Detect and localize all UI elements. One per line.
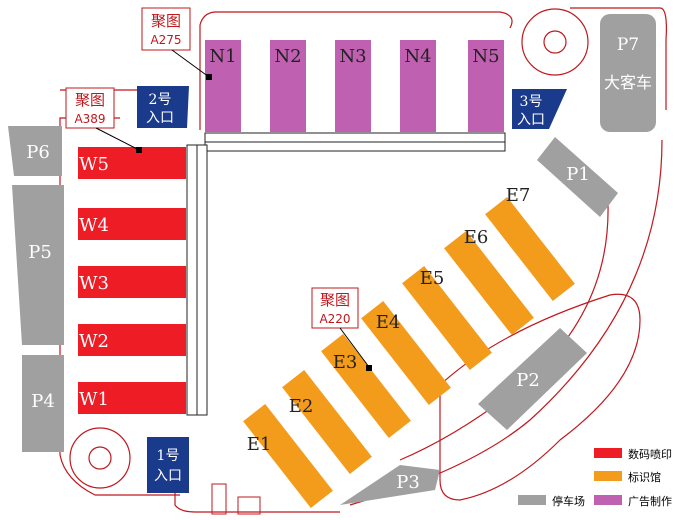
entrance-1[interactable]	[147, 437, 189, 493]
hall-w3-label: W3	[79, 273, 109, 294]
hall-n2-label: N2	[274, 46, 301, 67]
parking-p3-label: P3	[396, 472, 420, 493]
callout-a389: 聚图 A389	[65, 87, 142, 153]
hall-e1[interactable]	[243, 404, 333, 508]
parking-p7-sublabel: 大客车	[604, 73, 652, 92]
hall-e7[interactable]	[485, 197, 575, 301]
callout-a220: 聚图 A220	[311, 287, 372, 371]
legend-label-parking: 停车场	[552, 494, 585, 508]
parking-p1-label: P1	[566, 164, 590, 185]
north-halls: N1 N2 N3 N4 N5	[205, 40, 504, 132]
entrance-3-line2: 入口	[517, 112, 545, 128]
parking-p7-label: P7	[617, 35, 639, 55]
corridor	[186, 132, 506, 416]
parking-p7[interactable]	[600, 14, 656, 132]
entrance-1-line1: 1号	[157, 448, 180, 464]
hall-w4-label: W4	[79, 215, 109, 236]
legend-label-signage: 标识馆	[628, 470, 661, 484]
hall-e3-label: E3	[333, 352, 358, 373]
parking-p2-label: P2	[516, 370, 540, 391]
parking-p6-label: P6	[26, 142, 50, 163]
legend-swatch-signage	[594, 471, 622, 481]
hall-n1[interactable]	[205, 40, 241, 132]
legend-swatch-advertising	[594, 495, 622, 505]
callout-a275-brand: 聚图	[151, 12, 181, 30]
legend-label-digital: 数码喷印	[628, 448, 672, 461]
hall-e7-label: E7	[506, 185, 531, 206]
hall-e3[interactable]	[321, 334, 411, 438]
hall-n3[interactable]	[335, 40, 371, 132]
east-halls: E1 E2 E3 E4 E5 E6 E7	[243, 185, 575, 508]
hall-n5[interactable]	[468, 40, 504, 132]
hall-w2[interactable]	[78, 324, 186, 356]
parking-p3[interactable]	[340, 465, 440, 505]
hall-e4-label: E4	[376, 312, 401, 333]
parking-p5-label: P5	[28, 242, 52, 263]
hall-w2-label: W2	[79, 331, 109, 352]
callout-a220-brand: 聚图	[320, 291, 350, 309]
callout-a275-booth: A275	[150, 33, 181, 47]
entrance-2-line2: 入口	[146, 110, 174, 126]
parking-p2[interactable]	[478, 328, 587, 430]
hall-w4[interactable]	[78, 208, 186, 240]
hall-n4[interactable]	[400, 40, 436, 132]
hall-w1-label: W1	[79, 389, 109, 410]
hall-n5-label: N5	[472, 46, 499, 67]
entrance-3-line1: 3号	[520, 94, 543, 110]
legend-swatch-parking	[518, 495, 546, 505]
small-buildings	[211, 483, 261, 515]
booth-marker-a389[interactable]	[136, 147, 142, 153]
callout-a220-booth: A220	[319, 312, 350, 326]
parking-p4[interactable]	[22, 355, 64, 452]
parking-areas: P6 P5 P4 P7 大客车 P1 P2 P3	[8, 14, 656, 505]
parking-p1[interactable]	[537, 137, 618, 217]
hall-n3-label: N3	[339, 46, 366, 67]
hall-e5-label: E5	[420, 268, 445, 289]
parking-p4-label: P4	[31, 391, 55, 412]
entrance-2-line1: 2号	[149, 92, 172, 108]
hall-e1-label: E1	[247, 434, 272, 455]
entrance-1-line2: 入口	[154, 468, 182, 484]
booth-marker-a275[interactable]	[206, 74, 212, 80]
hall-w1[interactable]	[78, 382, 186, 414]
hall-n2[interactable]	[270, 40, 306, 132]
legend: 数码喷印 标识馆 停车场 广告制作	[518, 448, 672, 508]
entrance-2[interactable]	[137, 86, 189, 128]
parking-p6[interactable]	[8, 126, 62, 176]
hall-e4[interactable]	[361, 301, 451, 405]
hall-e2[interactable]	[282, 370, 372, 474]
hall-e6[interactable]	[444, 231, 534, 335]
legend-swatch-digital	[594, 448, 622, 458]
hall-w5[interactable]	[78, 147, 186, 179]
parking-p5[interactable]	[12, 185, 64, 345]
entrances: 2号 入口 3号 入口 1号 入口	[137, 86, 567, 493]
hall-e5[interactable]	[402, 266, 492, 370]
roundabout-ne	[521, 8, 589, 76]
hall-n1-label: N1	[209, 46, 236, 67]
legend-label-advertising: 广告制作	[628, 495, 672, 508]
entrance-3[interactable]	[512, 89, 567, 129]
hall-e6-label: E6	[464, 227, 489, 248]
roundabout-ne-center	[543, 30, 567, 54]
hall-w3[interactable]	[78, 266, 186, 298]
roundabout-sw	[69, 427, 131, 489]
hall-n4-label: N4	[404, 46, 431, 67]
callout-a389-booth: A389	[74, 112, 105, 126]
callout-a389-brand: 聚图	[75, 91, 105, 109]
booth-marker-a220[interactable]	[366, 365, 372, 371]
hall-w5-label: W5	[79, 154, 109, 175]
callout-a275: 聚图 A275	[141, 7, 212, 80]
roundabout-sw-center	[88, 446, 112, 470]
hall-e2-label: E2	[289, 396, 314, 417]
